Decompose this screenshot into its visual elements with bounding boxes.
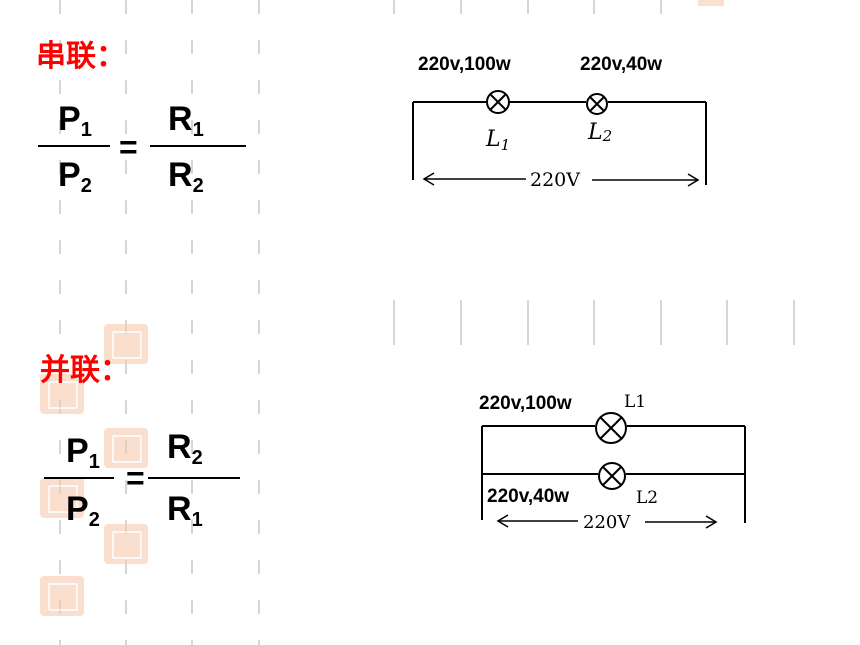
series-fraction-bar-right bbox=[150, 145, 246, 147]
series-lamp1-label: L1 bbox=[485, 127, 510, 154]
series-den-left: P2 bbox=[58, 156, 92, 197]
series-num-left: P1 bbox=[58, 100, 92, 141]
parallel-num-left: P1 bbox=[66, 432, 100, 473]
series-voltage-arrow bbox=[422, 172, 700, 187]
series-equals: = bbox=[119, 129, 138, 165]
seal-stamp-1 bbox=[104, 324, 148, 364]
parallel-lamp2-icon bbox=[598, 462, 626, 490]
parallel-fraction-bar-left bbox=[44, 477, 114, 479]
parallel-num-right: R2 bbox=[167, 428, 203, 469]
parallel-fraction-bar-right bbox=[148, 477, 240, 479]
series-lamp1-icon bbox=[486, 90, 510, 114]
parallel-lamp1-spec: 220v,100w bbox=[479, 393, 572, 414]
seal-stamp-5 bbox=[104, 524, 148, 564]
seal-stamp-2 bbox=[40, 374, 84, 414]
series-heading: 串联： bbox=[36, 39, 126, 74]
series-lamp1-spec: 220v,100w bbox=[418, 54, 511, 75]
parallel-voltage-arrow bbox=[496, 514, 718, 529]
series-num-right: R1 bbox=[168, 100, 204, 141]
parallel-den-right: R1 bbox=[167, 490, 203, 531]
series-lamp2-icon bbox=[586, 93, 608, 115]
parallel-lamp1-icon bbox=[595, 412, 627, 444]
parallel-voltage-label: 220V bbox=[583, 512, 631, 533]
series-lamp2-label: L2 bbox=[587, 120, 612, 145]
parallel-den-left: P2 bbox=[66, 490, 100, 531]
series-voltage-label: 220V bbox=[530, 169, 580, 191]
parallel-equals: = bbox=[126, 460, 145, 496]
parallel-lamp2-spec: 220v,40w bbox=[487, 486, 570, 507]
series-fraction-bar-left bbox=[38, 145, 110, 147]
parallel-lamp1-label: L1 bbox=[624, 392, 646, 412]
series-den-right: R2 bbox=[168, 156, 204, 197]
seal-stamp-6 bbox=[40, 576, 84, 616]
series-lamp2-spec: 220v,40w bbox=[580, 54, 663, 75]
seal-stamp-3 bbox=[104, 428, 148, 468]
parallel-heading: 并联： bbox=[40, 353, 130, 388]
parallel-lamp2-label: L2 bbox=[636, 488, 658, 508]
seal-stamp-4 bbox=[40, 478, 84, 518]
